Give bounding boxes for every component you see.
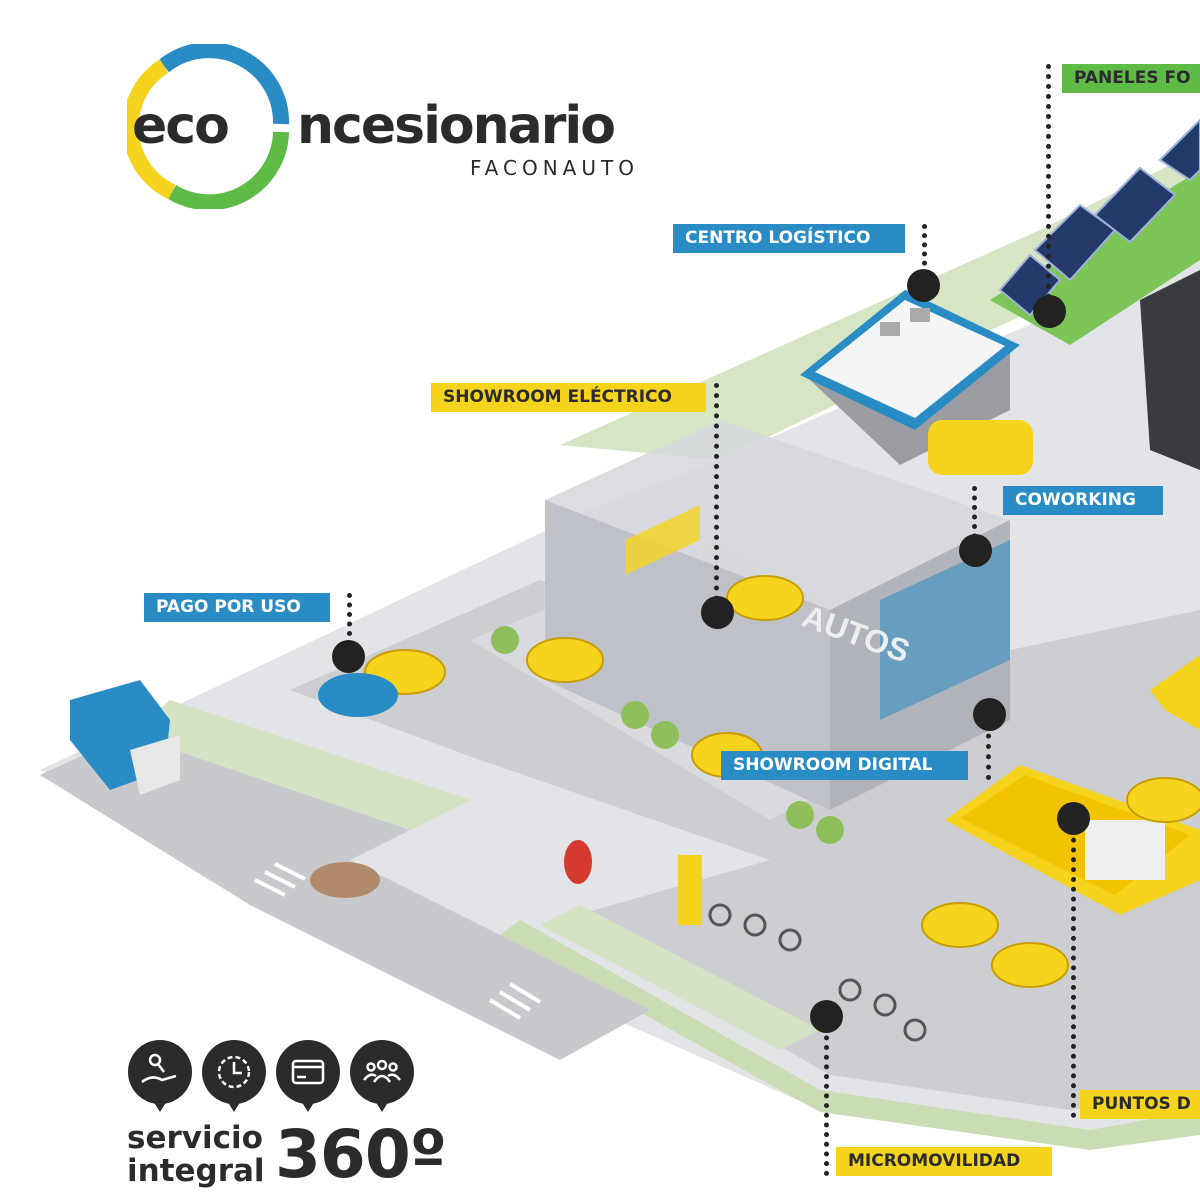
service-360: 360º [275,1116,447,1193]
leader-line [714,383,719,611]
credit-card-icon [276,1040,340,1112]
clock-icon [202,1040,266,1112]
marker-dot [1057,802,1090,835]
blue-car [318,673,398,717]
group-icon [350,1040,414,1112]
logo-ring [127,44,290,209]
dark-building [1140,270,1200,470]
brown-car [310,862,380,898]
marker-dot [810,1000,843,1033]
green-island [540,905,820,1050]
leader-line [986,713,991,780]
green-strip [560,150,1200,460]
delivery-van [928,420,1033,475]
service-line1: servicio [127,1120,263,1156]
trees [491,626,844,844]
green-island [130,700,470,830]
label-puntos: PUNTOS D [1080,1090,1200,1119]
marker-dot [701,596,734,629]
bike-kiosk [678,855,702,925]
marker-dot [1033,295,1066,328]
hand-key-icon [128,1040,192,1112]
label-pago-por-uso: PAGO POR USO [144,593,330,622]
garbage-truck [70,680,180,795]
service-text: servicio integral [127,1122,265,1188]
label-micromovilidad: MICROMOVILIDAD [836,1147,1052,1176]
leader-line [972,486,977,548]
leader-line [347,593,352,655]
label-centro-logistico: CENTRO LOGÍSTICO [673,224,905,253]
label-paneles: PANELES FO [1062,64,1200,93]
marker-dot [959,534,992,567]
leader-line [824,1016,829,1176]
econcesionario-logo: eco ncesionario FACONAUTO [127,44,687,214]
label-showroom-electrico: SHOWROOM ELÉCTRICO [431,383,706,412]
label-showroom-digital: SHOWROOM DIGITAL [721,751,968,780]
label-coworking: COWORKING [1003,486,1163,515]
leader-line [1071,818,1076,1118]
service-line2: integral [127,1153,265,1189]
marker-dot [332,640,365,673]
solar-panels [998,118,1200,317]
logistics-center [800,290,1020,465]
leader-line [922,224,927,284]
logo-faconauto: FACONAUTO [470,156,639,180]
green-border [500,920,1200,1150]
logo-ncesionario: ncesionario [297,96,616,156]
marker-dot [973,698,1006,731]
marker-dot [907,269,940,302]
leader-line [1046,64,1051,309]
bikes [708,903,927,1042]
scooter-rider [564,840,592,884]
crosswalk [254,862,542,1020]
logo-eco: eco [132,96,230,156]
